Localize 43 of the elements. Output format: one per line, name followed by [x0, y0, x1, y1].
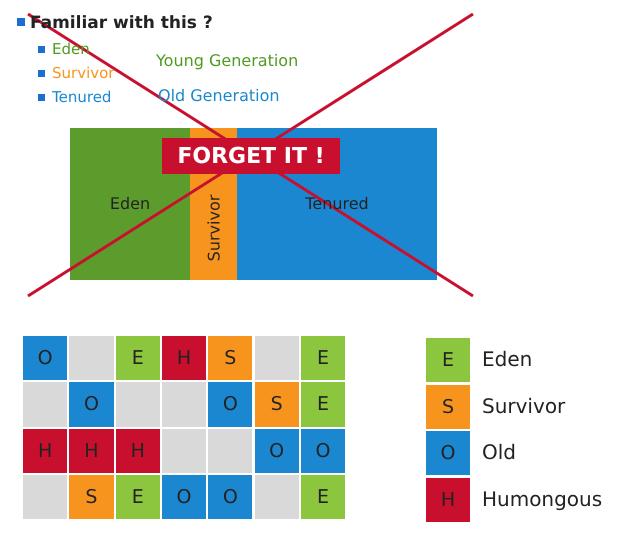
legend-text: Eden: [482, 347, 532, 371]
legend-letter: O: [440, 442, 456, 464]
region-label: Survivor: [204, 194, 223, 262]
banner-overlay: FORGET IT !: [162, 138, 340, 174]
region-cell: [114, 381, 161, 428]
region-cell: H: [114, 428, 161, 474]
region-cell: [254, 335, 300, 382]
region-cell: [22, 474, 68, 520]
region-cell: E: [300, 335, 346, 382]
region-cell: S: [68, 474, 115, 520]
region-cell: [207, 428, 254, 474]
region-cell: O: [160, 474, 208, 520]
region-label: Eden: [108, 194, 152, 213]
legend-letter: S: [440, 396, 456, 418]
region-cell: H: [160, 335, 208, 382]
legend-letter: E: [440, 349, 455, 371]
region-cell: O: [207, 474, 254, 520]
region-cell: E: [300, 474, 346, 520]
region-cell: [22, 381, 68, 428]
generation-label: Young Generation: [156, 51, 298, 70]
legend-letter: H: [440, 488, 456, 510]
region-cell: O: [68, 381, 115, 428]
generation-label: Old Generation: [158, 86, 280, 105]
region-cell: E: [114, 335, 161, 382]
legend-text: Old: [482, 440, 516, 464]
region-cell: E: [114, 474, 161, 520]
region-cell: O: [254, 428, 300, 474]
list-item: Survivor: [52, 64, 114, 82]
region-cell: [160, 428, 208, 474]
region-cell: O: [207, 381, 254, 428]
region-cell: [68, 335, 115, 382]
region-cell: [160, 381, 208, 428]
region-cell: O: [300, 428, 346, 474]
region-cell: S: [207, 335, 254, 382]
region-cell: E: [300, 381, 346, 428]
list-item: Tenured: [52, 88, 112, 106]
region-cell: H: [22, 428, 68, 474]
region-cell: S: [254, 381, 300, 428]
region-cell: H: [68, 428, 115, 474]
region-cell: O: [22, 335, 68, 382]
region-cell: [254, 474, 300, 520]
legend-text: Survivor: [482, 394, 566, 418]
legend-text: Humongous: [482, 486, 602, 510]
